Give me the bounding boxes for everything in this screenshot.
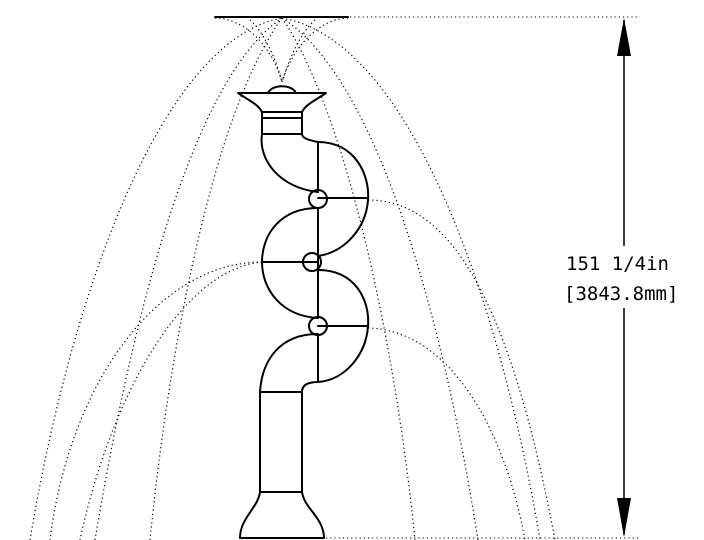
base-flange xyxy=(239,491,325,539)
spray-side-lower-right xyxy=(367,327,526,540)
dimension-imperial-label: 151 1/4in xyxy=(566,253,669,275)
spray-side-left-b xyxy=(79,261,263,540)
dimension-metric-label: [3843.8mm] xyxy=(564,283,678,305)
elbow-5-outer xyxy=(259,333,319,393)
elbow-1 xyxy=(260,133,319,193)
elbow-2-outer xyxy=(317,141,370,257)
spray-side-left-a xyxy=(49,261,263,540)
spray-arc-mid-right xyxy=(281,17,479,540)
spray-arc-inner-left xyxy=(149,17,283,540)
spray-side-upper-right xyxy=(367,199,556,540)
arrow-up-icon xyxy=(617,18,631,56)
spray-crown-center-right xyxy=(281,19,316,83)
spray-crown-right xyxy=(281,17,349,83)
ball-joint-2 xyxy=(302,252,322,272)
water-spray-arcs xyxy=(29,17,556,540)
spray-crown-left xyxy=(214,17,283,83)
spray-crown-center-left xyxy=(249,19,283,83)
fountain-column xyxy=(237,85,370,539)
dimension-label-backdrop xyxy=(556,246,696,308)
nozzle-head xyxy=(237,92,327,113)
spray-arc-mid-left xyxy=(94,17,283,540)
dimension-annotation: 151 1/4in [3843.8mm] xyxy=(326,16,696,539)
nozzle-dome xyxy=(267,85,297,94)
arrow-down-icon xyxy=(617,498,631,537)
